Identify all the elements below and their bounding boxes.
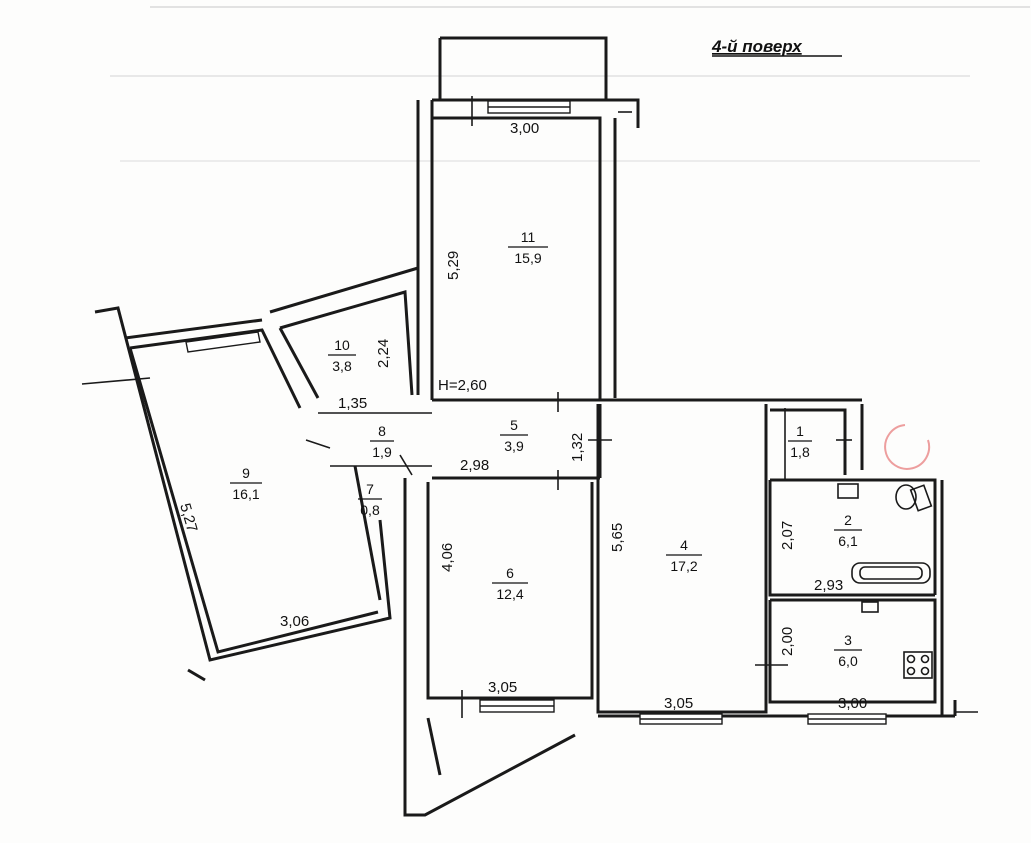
room-area: 17,2 xyxy=(670,558,697,574)
room-number: 9 xyxy=(242,465,250,481)
dim-room9-width: 3,06 xyxy=(280,613,309,630)
room-area: 1,8 xyxy=(790,444,810,460)
dim-room5-length: 1,32 xyxy=(569,433,586,462)
room-number: 7 xyxy=(366,481,374,497)
room-area: 6,1 xyxy=(838,533,858,549)
room-area: 3,8 xyxy=(332,358,352,374)
room-label-5: 5 3,9 xyxy=(500,417,528,454)
room-label-8: 8 1,9 xyxy=(370,423,394,460)
room-number: 6 xyxy=(506,565,514,581)
room-label-7: 7 0,8 xyxy=(358,481,382,518)
dimension-ticks xyxy=(81,96,852,718)
dim-room9-length: 5,27 xyxy=(176,501,200,534)
dim-room4-width: 3,05 xyxy=(664,695,693,712)
ceiling-height-label: H=2,60 xyxy=(438,377,487,394)
room-area: 3,9 xyxy=(504,438,524,454)
room-label-10: 10 3,8 xyxy=(328,337,356,374)
bleed-through-text xyxy=(110,6,1030,162)
room-label-9: 9 16,1 xyxy=(230,465,262,502)
room-number: 5 xyxy=(510,417,518,433)
dim-room11-length: 5,29 xyxy=(445,251,462,280)
room-label-11: 11 15,9 xyxy=(508,229,548,266)
sink-icon xyxy=(837,483,859,499)
windows xyxy=(185,100,887,725)
room-number: 4 xyxy=(680,537,688,553)
room-area: 16,1 xyxy=(232,486,259,502)
dim-room2-length: 2,07 xyxy=(779,521,796,550)
dim-room6-width: 3,05 xyxy=(488,679,517,696)
room-number: 2 xyxy=(844,512,852,528)
room-number: 3 xyxy=(844,632,852,648)
room-label-4: 4 17,2 xyxy=(666,537,702,574)
window-room-9 xyxy=(185,331,261,353)
dim-room10-length: 2,24 xyxy=(375,339,392,368)
dim-room3-length: 2,00 xyxy=(779,627,796,656)
room-area: 1,9 xyxy=(372,444,392,460)
walls xyxy=(94,36,978,817)
balcony-wall xyxy=(440,36,608,100)
stove-icon xyxy=(903,651,933,679)
fixtures xyxy=(837,483,933,679)
toilet-icon xyxy=(895,484,917,510)
room-number: 1 xyxy=(796,423,804,439)
room-number: 11 xyxy=(521,229,536,245)
room-area: 12,4 xyxy=(496,586,523,602)
room-label-2: 2 6,1 xyxy=(834,512,862,549)
room-label-3: 3 6,0 xyxy=(834,632,862,669)
room-label-1: 1 1,8 xyxy=(788,423,812,460)
room-number: 10 xyxy=(334,337,350,353)
dim-room2-width: 2,93 xyxy=(814,577,843,594)
bathtub-icon xyxy=(851,562,931,584)
dim-corridor8-width: 1,35 xyxy=(338,395,367,412)
room-area: 15,9 xyxy=(514,250,541,266)
floor-title: 4-й поверх xyxy=(711,37,803,56)
room-number: 8 xyxy=(378,423,386,439)
dim-room3-width: 3,00 xyxy=(838,695,867,712)
room-area: 6,0 xyxy=(838,653,858,669)
stamp-mark xyxy=(884,424,931,470)
labels: 4-й поверх H=2,60 3,00 5,29 2,24 1,35 5,… xyxy=(176,37,867,712)
room-label-6: 6 12,4 xyxy=(492,565,528,602)
kitchen-sink-icon xyxy=(861,601,879,613)
room-area: 0,8 xyxy=(360,502,380,518)
dim-room5-width: 2,98 xyxy=(460,457,489,474)
dim-room4-length: 5,65 xyxy=(609,523,626,552)
dim-room6-length: 4,06 xyxy=(439,543,456,572)
dim-room11-width: 3,00 xyxy=(510,120,539,137)
